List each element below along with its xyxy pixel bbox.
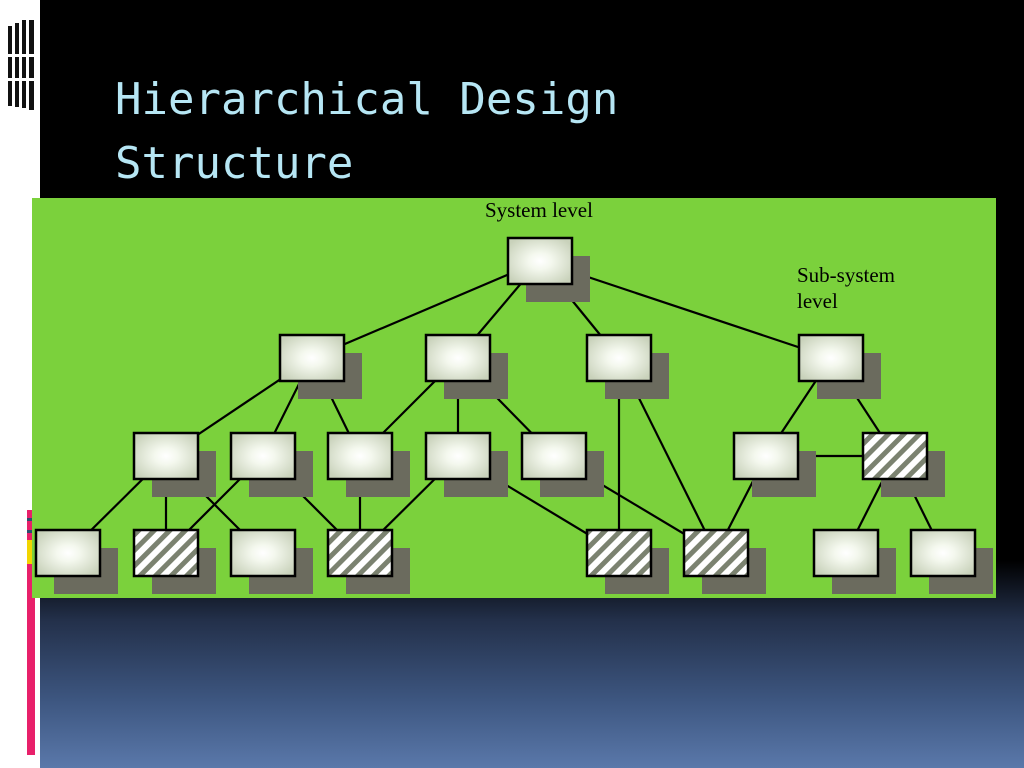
pink-accent-bar [27, 510, 35, 755]
module-box [326, 431, 410, 497]
plain-box [278, 333, 346, 383]
module-box [424, 431, 508, 497]
shared-module [132, 528, 216, 594]
hatched-box [861, 431, 929, 481]
yellow-accent-bar [27, 540, 35, 564]
hatched-box [585, 528, 653, 578]
module-box [229, 528, 313, 594]
title-line-2: Structure [115, 138, 354, 189]
plain-box [732, 431, 800, 481]
module-box [132, 431, 216, 497]
slide-title: Hierarchical Design Structure [115, 68, 618, 196]
plain-box [424, 431, 492, 481]
title-line-1: Hierarchical Design [115, 74, 619, 125]
plain-box [424, 333, 492, 383]
plain-box [132, 431, 200, 481]
plain-box [585, 333, 653, 383]
system-module [506, 236, 590, 302]
plain-box [506, 236, 574, 286]
subsystem-level-label: Sub-system level [797, 263, 896, 313]
accent-line [27, 518, 35, 521]
shared-module [585, 528, 669, 594]
plain-box [909, 528, 977, 578]
plain-box [229, 528, 297, 578]
module-box [424, 333, 508, 399]
module-box [278, 333, 362, 399]
shared-module [682, 528, 766, 594]
module-box [909, 528, 993, 594]
shared-module [326, 528, 410, 594]
plain-box [797, 333, 865, 383]
module-box [797, 333, 881, 399]
window-blinds-icon [6, 20, 36, 110]
hierarchy-diagram: System level Sub-system level [32, 198, 996, 598]
module-box [732, 431, 816, 497]
hierarchy-canvas [34, 236, 993, 594]
module-box [585, 333, 669, 399]
system-level-label: System level [485, 198, 593, 222]
plain-box [326, 431, 394, 481]
plain-box [812, 528, 880, 578]
module-box [229, 431, 313, 497]
plain-box [520, 431, 588, 481]
hatched-box [326, 528, 394, 578]
plain-box [34, 528, 102, 578]
module-box [520, 431, 604, 497]
shared-module [861, 431, 945, 497]
plain-box [229, 431, 297, 481]
hatched-box [132, 528, 200, 578]
hierarchy-connector [311, 259, 541, 360]
accent-line [27, 530, 35, 533]
hatched-box [682, 528, 750, 578]
module-box [812, 528, 896, 594]
module-box [34, 528, 118, 594]
